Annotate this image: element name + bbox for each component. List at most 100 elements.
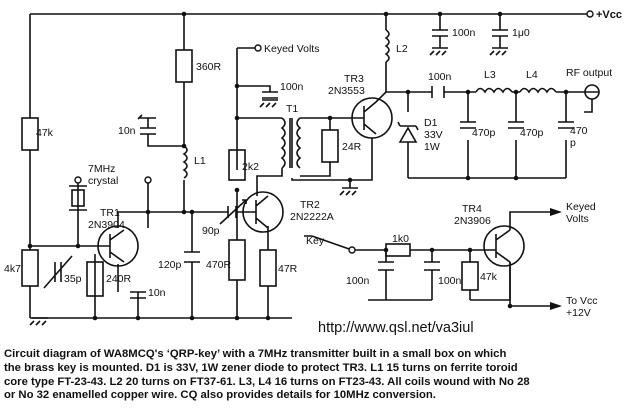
r47k-left-resistor [21, 117, 39, 151]
l2-inductor [384, 29, 390, 63]
ground-symbols [29, 47, 508, 326]
c1u0-label: 1μ0 [512, 27, 530, 39]
r1k0-resistor [385, 243, 411, 257]
c90p-label: 90p [202, 225, 220, 237]
keyed-volts-terminal [254, 44, 262, 52]
keyed-volts-bottom-label: Keyed [566, 201, 596, 213]
r240-resistor [86, 261, 104, 297]
keyed-volts-bottom-label-2: Volts [566, 213, 589, 225]
r470-label: 470R [206, 259, 232, 271]
vcc-terminal [586, 10, 594, 18]
r47k-tr4-resistor [461, 261, 479, 291]
caption-line-3: core type FT-23-43. L2 20 turns on FT37-… [4, 375, 530, 388]
l2-label: L2 [396, 43, 408, 55]
r4k7-resistor [21, 249, 39, 287]
c470p3-capacitor [558, 121, 574, 129]
circuit-diagram: +Vcc Keyed Volts 360R L2 100n 1μ0 TR3 2N… [4, 9, 622, 336]
rf-output-shield [584, 91, 599, 113]
tr1-transistor [97, 225, 139, 267]
r24-label: 24R [342, 141, 362, 153]
c100n-t1-capacitor [262, 91, 278, 99]
tr4-bias-wire [469, 250, 511, 301]
r24-resistor [321, 129, 339, 163]
c35p-label: 35p [64, 273, 82, 285]
t1-primary-coil [280, 117, 286, 169]
r1k0-label: 1k0 [392, 233, 409, 245]
to-vcc-label: To Vcc [566, 295, 598, 307]
morse-key-lever [311, 235, 353, 251]
l1-inductor [182, 145, 188, 179]
c10n-tr1-capacitor [130, 291, 146, 299]
c100n-top-capacitor [432, 29, 448, 37]
tr2-type-label: 2N2222A [290, 211, 334, 223]
key-label: Key [306, 235, 325, 247]
keyed-volts-wire [236, 47, 258, 170]
r2k2-resistor [228, 149, 246, 181]
c10n-l1-wire [147, 118, 184, 147]
l4-inductor [519, 87, 557, 94]
c100n-t1-wire [237, 85, 271, 92]
tr2-transistor [242, 191, 284, 233]
l4-label: L4 [526, 69, 538, 81]
l3-inductor [475, 87, 513, 94]
tr1-label: TR1 [100, 207, 120, 219]
c470p1-capacitor [460, 121, 476, 129]
tr1-type-label: 2N3904 [88, 219, 125, 231]
tr4-transistor [483, 225, 525, 267]
tr3-transistor [351, 91, 393, 139]
key-contact [348, 246, 356, 254]
c35p-trimmer [43, 255, 73, 289]
tr4-output-wire [509, 211, 550, 307]
tr1-emitter-wire [117, 264, 139, 318]
l1-label: L1 [194, 155, 206, 167]
d1-voltage-label: 33V [424, 129, 443, 141]
c120p-capacitor [184, 251, 200, 263]
vcc-label: +Vcc [596, 9, 622, 21]
l3-label: L3 [484, 69, 496, 81]
r240-label: 240R [106, 273, 132, 285]
c470p2-label: 470p [520, 127, 544, 139]
tr4-label: TR4 [462, 203, 482, 215]
c100n-k1-label: 100n [346, 275, 370, 287]
crystal-label: crystal [88, 175, 118, 187]
t1-core [289, 118, 293, 168]
r47-label: 47R [278, 263, 298, 275]
r360-label: 360R [196, 61, 222, 73]
t1-to-tr2-collector [256, 168, 283, 196]
tr1-collector-wire [117, 211, 212, 228]
decoupling-caps-wire [439, 14, 501, 48]
rf-output-label: RF output [566, 67, 612, 79]
c100n-out-capacitor [431, 86, 445, 98]
r470-resistor [228, 239, 246, 281]
c100n-top-label: 100n [452, 27, 476, 39]
crystal-terminal [74, 176, 82, 184]
keyed-volts-arrow [550, 208, 562, 216]
tr3-type-label: 2N3553 [328, 85, 365, 97]
caption-line-1: Circuit diagram of WA8MCQ's ‘QRP-key’ wi… [4, 348, 507, 360]
crystal-line-wire [77, 180, 100, 247]
to-vcc-arrow [550, 302, 562, 310]
tr3-label: TR3 [344, 73, 364, 85]
caption-line-4: or No 32 enamelled copper wire. CQ also … [4, 389, 436, 402]
figure-caption: Circuit diagram of WA8MCQ's ‘QRP-key’ wi… [4, 348, 628, 416]
tr2-label: TR2 [300, 199, 320, 211]
source-url: http://www.qsl.net/va3iul [318, 320, 474, 336]
crystal-plates [69, 185, 87, 211]
d1-zener-diode [397, 121, 419, 143]
c120p-label: 120p [158, 259, 182, 271]
r47k-left-label: 47k [36, 127, 54, 139]
c10n-tr1-label: 10n [148, 287, 166, 299]
crystal-freq-label: 7MHz [88, 163, 115, 175]
d1-wattage-label: 1W [424, 141, 440, 153]
c1u0-capacitor [492, 29, 508, 37]
c100n-k2-capacitor [424, 261, 440, 271]
keyed-volts-top-label: Keyed Volts [264, 43, 319, 55]
d1-label: D1 [424, 117, 438, 129]
c470p2-capacitor [508, 121, 524, 129]
c10n-l1-capacitor [140, 127, 156, 135]
crystal-terminal-2 [144, 176, 152, 184]
r47k-tr4-label: 47k [480, 271, 498, 283]
plus12v-label: +12V [566, 307, 591, 319]
c100n-k1-capacitor [378, 261, 394, 271]
